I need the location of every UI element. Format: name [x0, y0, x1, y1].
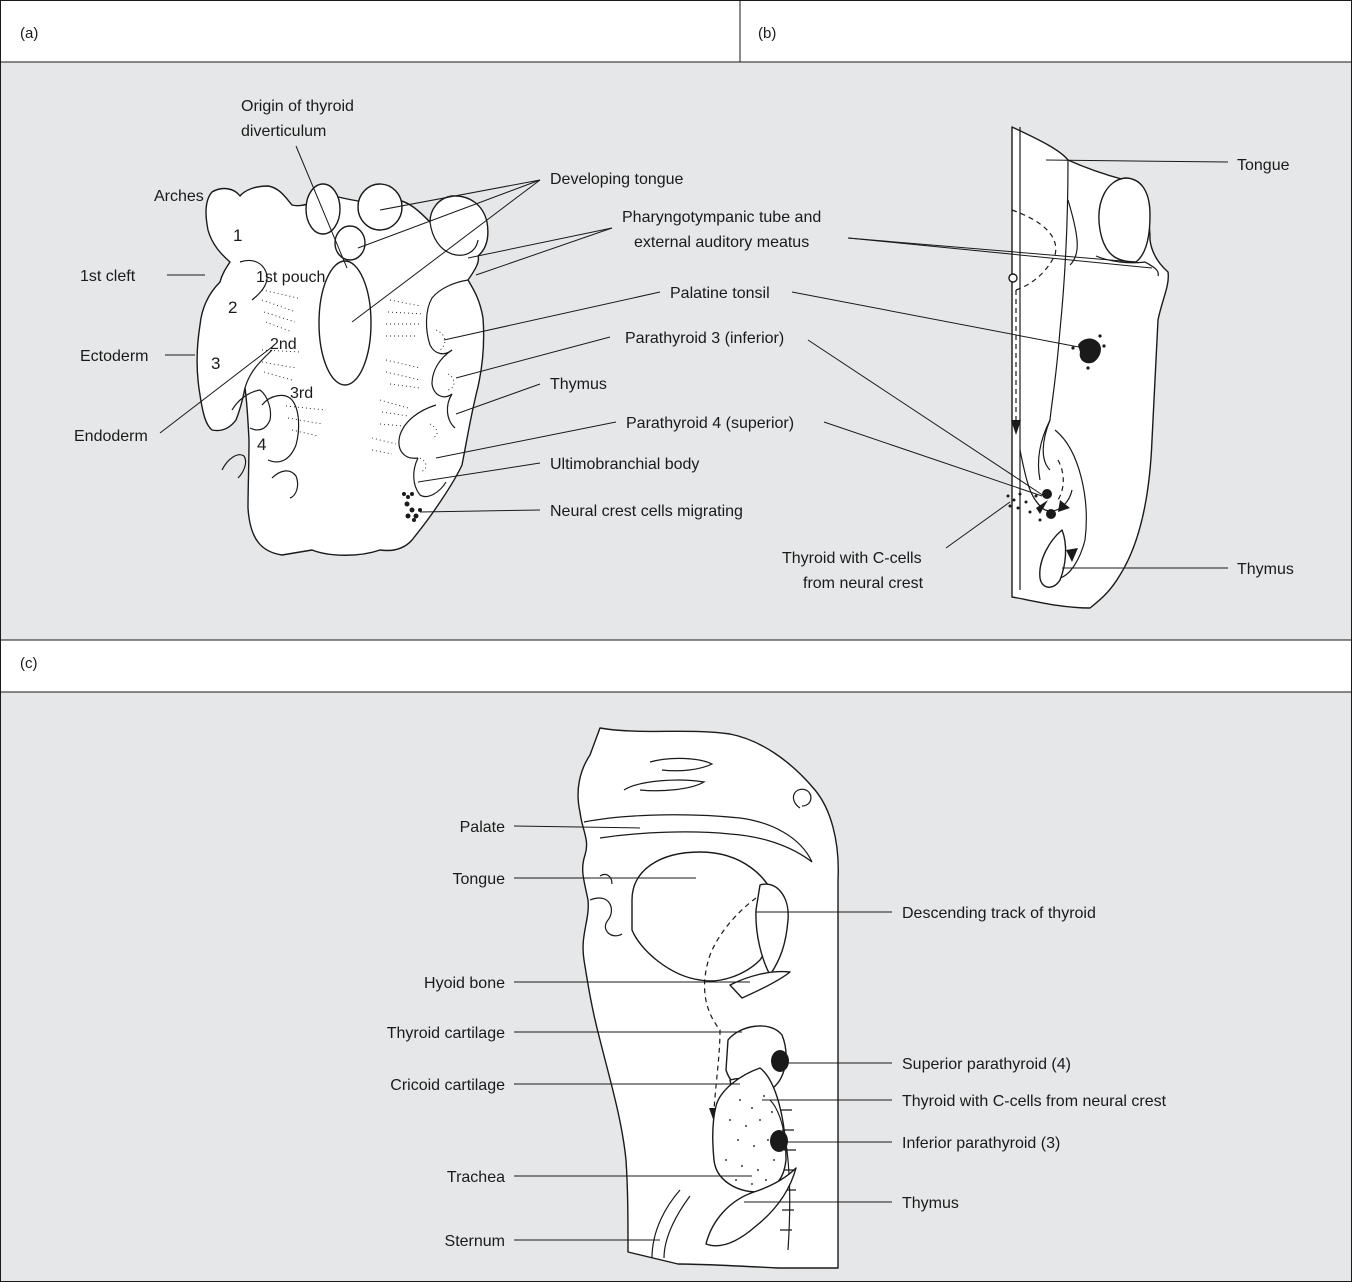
label-palate: Palate — [460, 819, 505, 836]
label-parathyroid-4: Parathyroid 4 (superior) — [626, 415, 794, 432]
label-hyoid-bone: Hyoid bone — [424, 975, 505, 992]
label-inferior-parathyroid: Inferior parathyroid (3) — [902, 1135, 1060, 1152]
label-cricoid-cartilage: Cricoid cartilage — [390, 1077, 505, 1094]
label-palatine-tonsil: Palatine tonsil — [670, 285, 770, 302]
auditory-meatus-swelling — [1099, 178, 1150, 262]
label-tongue-c: Tongue — [453, 871, 506, 888]
tuberculum-impar — [335, 226, 365, 260]
label-thyroid-c-cells: Thyroid with C-cells from neural crest — [902, 1093, 1167, 1110]
label-developing-tongue: Developing tongue — [550, 171, 684, 188]
label-descending-track: Descending track of thyroid — [902, 905, 1096, 922]
label-thymus-a: Thymus — [550, 376, 607, 393]
arch-number-1: 1 — [233, 226, 242, 245]
superior-parathyroid-dot — [771, 1050, 789, 1072]
label-origin-line2: diverticulum — [241, 123, 326, 140]
label-pharyngo-line2: external auditory meatus — [634, 234, 809, 251]
label-first-cleft: 1st cleft — [80, 268, 136, 285]
lateral-lingual-swelling-left — [306, 184, 340, 234]
label-ultimobranchial: Ultimobranchial body — [550, 456, 699, 473]
panel-c-label: (c) — [20, 655, 38, 672]
label-thyroid-cartilage: Thyroid cartilage — [387, 1025, 505, 1042]
arch-number-2: 2 — [228, 298, 237, 317]
label-trachea: Trachea — [447, 1169, 505, 1186]
label-origin-line1: Origin of thyroid — [241, 98, 354, 115]
label-parathyroid-3: Parathyroid 3 (inferior) — [625, 330, 784, 347]
label-arches: Arches — [154, 188, 204, 205]
label-thyroid-b-line2: from neural crest — [803, 575, 924, 592]
label-endoderm: Endoderm — [74, 428, 148, 445]
arch-number-4: 4 — [257, 435, 266, 454]
label-second-pouch: 2nd — [270, 336, 297, 353]
panel-b-label: (b) — [758, 25, 776, 42]
copula — [319, 261, 371, 385]
label-first-pouch: 1st pouch — [256, 269, 325, 286]
label-sternum: Sternum — [445, 1233, 505, 1250]
label-superior-parathyroid: Superior parathyroid (4) — [902, 1056, 1071, 1073]
label-pharyngo-line1: Pharyngotympanic tube and — [622, 209, 821, 226]
label-ectoderm: Ectoderm — [80, 348, 148, 365]
label-tongue-b: Tongue — [1237, 157, 1290, 174]
label-thyroid-b-line1: Thyroid with C-cells — [782, 550, 922, 567]
label-third-pouch: 3rd — [290, 385, 313, 402]
label-thymus-c: Thymus — [902, 1195, 959, 1212]
arch-number-3: 3 — [211, 354, 220, 373]
panel-a-label: (a) — [20, 25, 38, 42]
label-neural-crest: Neural crest cells migrating — [550, 503, 743, 520]
label-thymus-b: Thymus — [1237, 561, 1294, 578]
